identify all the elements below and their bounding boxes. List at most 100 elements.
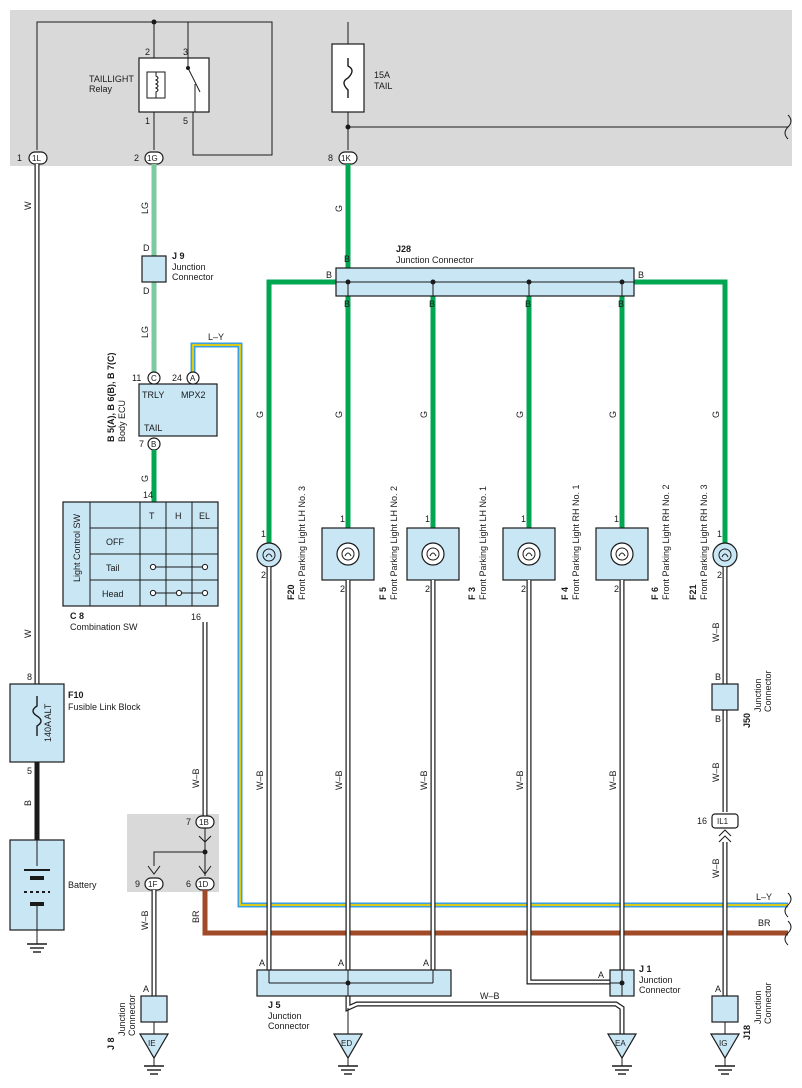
svg-text:B: B	[344, 299, 350, 309]
svg-text:B: B	[23, 800, 33, 806]
svg-text:1: 1	[261, 529, 266, 539]
svg-text:Battery: Battery	[68, 880, 97, 890]
top-feed-wires	[36, 19, 792, 156]
svg-text:B: B	[344, 254, 350, 264]
svg-text:D: D	[143, 286, 150, 296]
svg-text:TRLY: TRLY	[142, 390, 164, 400]
ground-ea: EA	[606, 1033, 638, 1075]
svg-text:1: 1	[425, 514, 430, 524]
svg-text:5: 5	[27, 766, 32, 776]
svg-text:G: G	[334, 411, 344, 418]
svg-text:C: C	[151, 374, 157, 383]
svg-text:Junction: Junction	[639, 975, 673, 985]
svg-text:W: W	[23, 629, 33, 638]
svg-text:A: A	[423, 958, 429, 968]
j18-junction-connector: A J18 Junction Connector	[711, 982, 773, 1040]
tail-fuse: 15A TAIL	[331, 43, 392, 113]
jb-connector-1l: 1L 1	[17, 151, 48, 165]
light-control-switch: T H EL OFF Tail Head Light Control SW C …	[62, 501, 219, 632]
connector-il1: IL1 16	[697, 813, 739, 843]
svg-text:W–B: W–B	[191, 768, 201, 788]
svg-text:A: A	[143, 984, 149, 994]
svg-text:1: 1	[17, 153, 22, 163]
lamp-f3: 1 2 F 3 Front Parking Light LH No. 1	[406, 486, 488, 600]
j1-junction-connector: A J 1 Junction Connector	[598, 964, 681, 997]
svg-text:1B: 1B	[199, 818, 209, 827]
wires-wb-labels: W–B W–B W–B W–B W–B W–B W–B W–B W–B	[255, 622, 721, 1001]
wire-w: W W	[23, 164, 40, 684]
wire-g-ecu-to-switch: G 14	[140, 450, 157, 502]
svg-text:MPX2: MPX2	[181, 390, 206, 400]
svg-text:140A ALT: 140A ALT	[43, 703, 53, 742]
svg-text:B: B	[326, 270, 332, 280]
relay-pin: 1	[145, 116, 150, 126]
wires-wb-returns	[266, 567, 728, 1034]
svg-text:W–B: W–B	[255, 770, 265, 790]
svg-text:L–Y: L–Y	[756, 892, 772, 902]
svg-text:F10: F10	[68, 690, 84, 700]
svg-text:1: 1	[521, 514, 526, 524]
ground-ed: ED	[332, 1008, 364, 1075]
svg-text:Fusible Link Block: Fusible Link Block	[68, 702, 141, 712]
svg-text:2: 2	[521, 584, 526, 594]
svg-text:G: G	[334, 205, 344, 212]
fusible-link-block: 140A ALT 8 5 F10 Fusible Link Block	[9, 672, 141, 776]
svg-text:BR: BR	[758, 918, 771, 928]
svg-text:Connector: Connector	[763, 670, 773, 712]
svg-text:6: 6	[186, 879, 191, 889]
ground-ig: IG	[709, 1022, 741, 1075]
svg-text:A: A	[598, 970, 604, 980]
relay-pin: 3	[183, 47, 188, 57]
svg-text:16: 16	[697, 816, 707, 826]
svg-text:Front Parking Light RH No. 3: Front Parking Light RH No. 3	[699, 484, 709, 600]
svg-text:Junction Connector: Junction Connector	[396, 255, 474, 265]
svg-text:G: G	[711, 411, 721, 418]
svg-text:Connector: Connector	[268, 1021, 310, 1031]
svg-text:1K: 1K	[341, 154, 351, 163]
svg-text:Junction: Junction	[117, 1002, 127, 1036]
taillight-relay: 2 3 1 5 TAILLIGHT Relay	[89, 42, 210, 128]
svg-text:Junction: Junction	[172, 262, 206, 272]
svg-text:B: B	[151, 440, 156, 449]
svg-text:A: A	[715, 984, 721, 994]
svg-text:Light Control SW: Light Control SW	[72, 513, 82, 582]
svg-text:Front Parking Light RH No. 2: Front Parking Light RH No. 2	[661, 484, 671, 600]
svg-text:F 3: F 3	[467, 587, 477, 600]
svg-text:Tail: Tail	[106, 563, 120, 573]
jb-connector-1b: 1B 7	[147, 815, 215, 876]
svg-text:Front Parking Light LH No. 3: Front Parking Light LH No. 3	[297, 486, 307, 600]
j50-junction-connector: B B J50 Junction Connector	[711, 670, 773, 728]
wire-lg: LG LG	[140, 164, 157, 372]
svg-text:W–B: W–B	[711, 858, 721, 878]
lamp-f5: 1 2 F 5 Front Parking Light LH No. 2	[321, 486, 399, 600]
svg-text:B: B	[715, 714, 721, 724]
svg-text:Junction: Junction	[753, 990, 763, 1024]
battery: Battery	[9, 839, 97, 953]
svg-text:Connector: Connector	[639, 985, 681, 995]
svg-text:2: 2	[340, 584, 345, 594]
relay-pin: 2	[145, 47, 150, 57]
svg-text:LG: LG	[140, 202, 150, 214]
svg-text:Junction: Junction	[753, 678, 763, 712]
svg-text:G: G	[140, 475, 150, 482]
svg-text:C 8: C 8	[70, 611, 84, 621]
svg-text:J 5: J 5	[268, 1000, 281, 1010]
relay-label-2: Relay	[89, 84, 113, 94]
svg-text:2: 2	[717, 570, 722, 580]
svg-text:B: B	[715, 672, 721, 682]
svg-text:IE: IE	[148, 1039, 156, 1048]
svg-text:1D: 1D	[198, 880, 208, 889]
lamp-f6: 1 2 F 6 Front Parking Light RH No. 2	[595, 484, 671, 600]
svg-text:11: 11	[132, 373, 141, 383]
svg-text:D: D	[143, 243, 150, 253]
svg-text:IL1: IL1	[717, 817, 729, 826]
svg-text:B: B	[525, 299, 531, 309]
relay-pin: 5	[183, 116, 188, 126]
ground-ie: IE	[138, 1022, 170, 1075]
svg-text:2: 2	[425, 584, 430, 594]
jb-connector-1f: 1F 9	[135, 877, 164, 891]
j9-junction-connector: D D J 9 Junction Connector	[141, 243, 214, 296]
svg-text:J 9: J 9	[172, 251, 185, 261]
svg-text:1G: 1G	[147, 154, 158, 163]
